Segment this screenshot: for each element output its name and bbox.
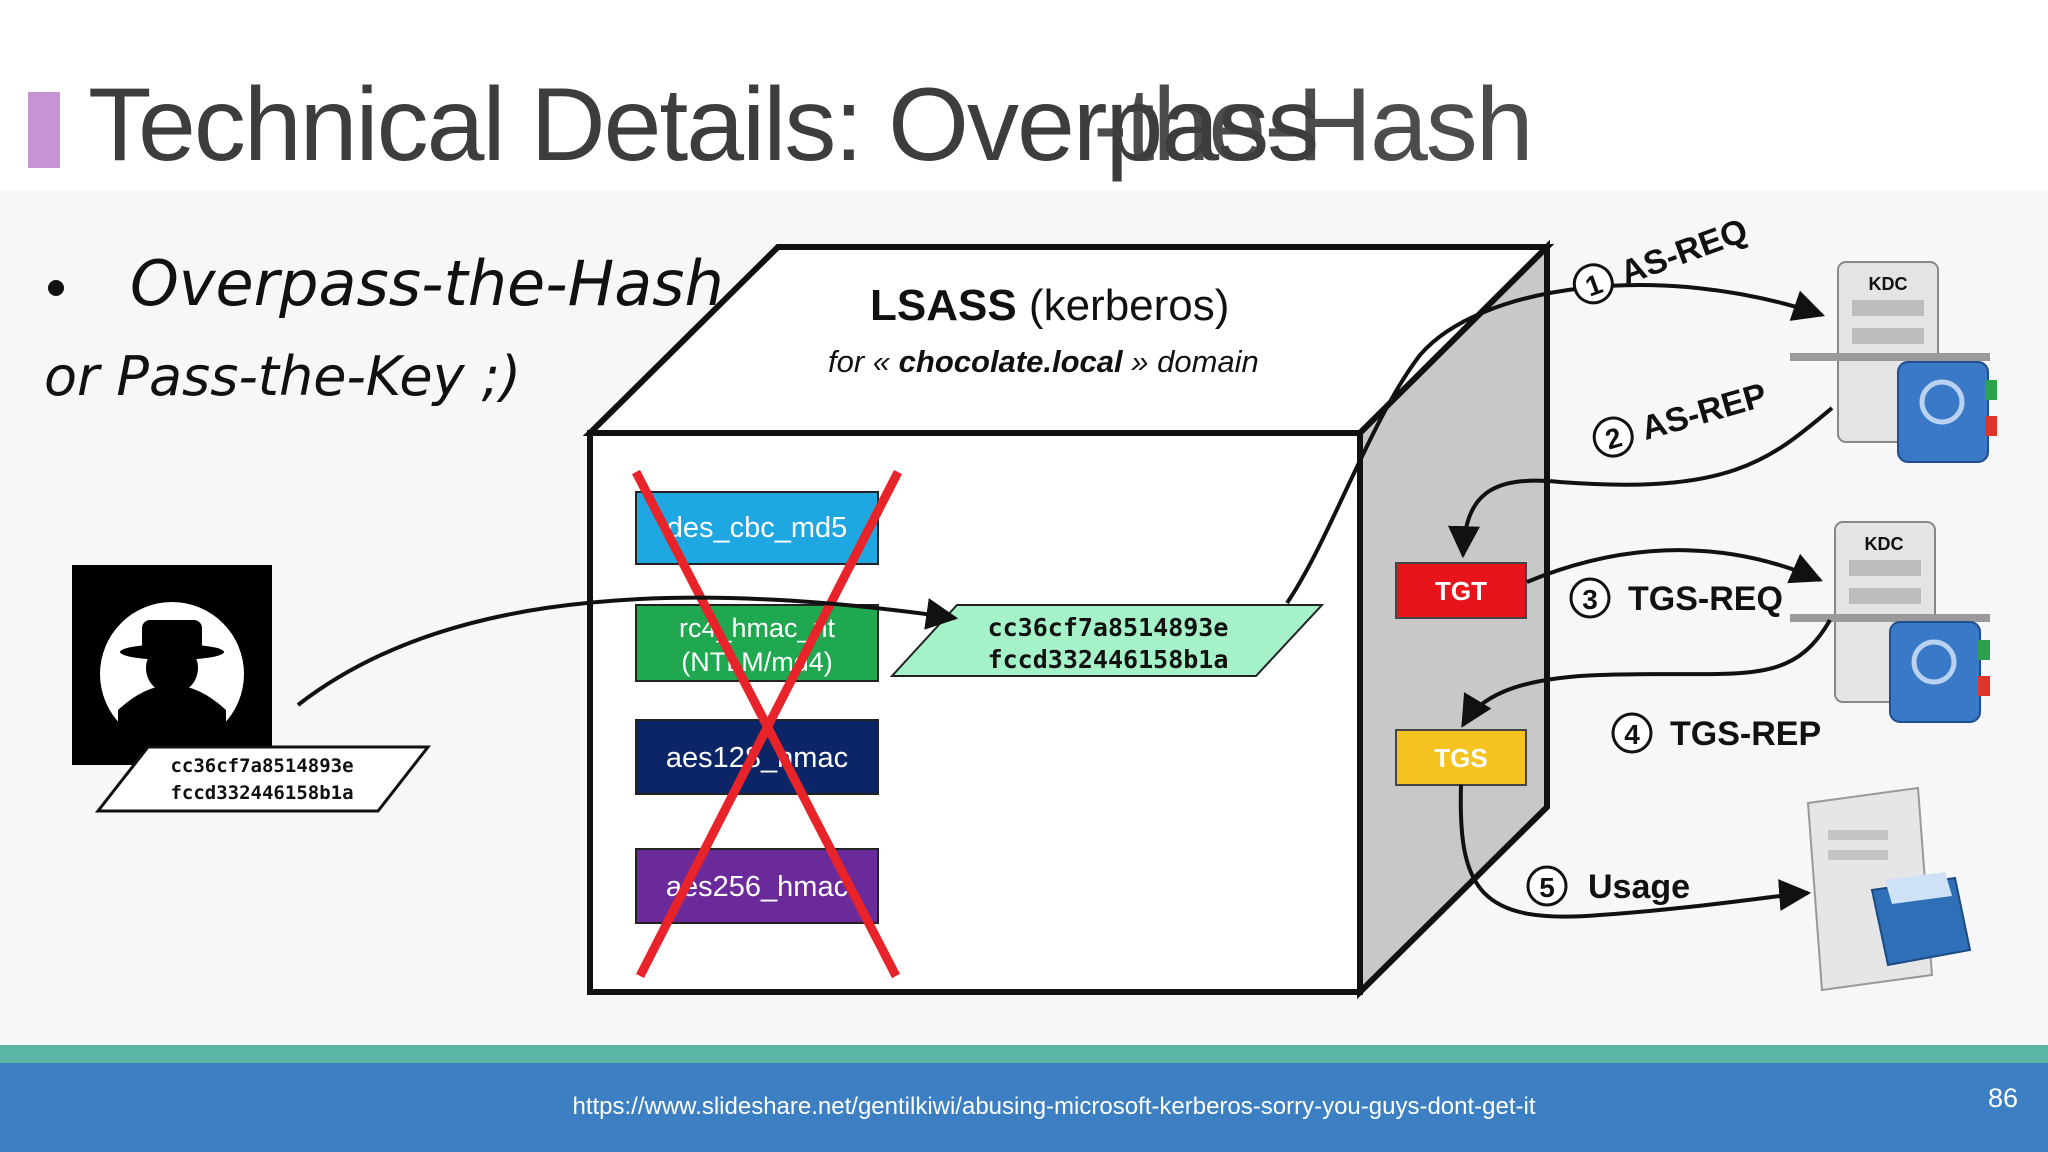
attacker-hash-line2: fccd332446158b1a [170,782,353,804]
attacker-hash-box [94,745,432,813]
key-label: des_cbc_md5 [667,512,848,544]
bullet-text: Overpass-the-Hash [130,247,724,320]
key-label: aes256_hmac [666,871,848,903]
as-rep-arrow [1447,406,1834,559]
lsass-hash-line2: fccd332446158b1a [988,645,1229,674]
tgs-req-arrow [1526,548,1823,584]
slide-title-overlay: -the-Hash [1093,67,1534,183]
lsass-title: LSASS (kerberos) [870,281,1229,330]
svg-text:AS-REQ: AS-REQ [1615,211,1752,292]
lsass-hash-line1: cc36cf7a8514893e [988,613,1229,642]
tgs-rep-arrow [1461,619,1832,728]
tgt-label: TGT [1435,576,1487,606]
step-tgs-req: 3 TGS-REQ [1569,577,1783,619]
lsass-hash-box [889,604,1325,677]
usage-arrow [1458,784,1812,919]
kdc-server-icon [1790,521,1990,723]
bullet-dot [48,280,64,296]
step-as-rep: 2 AS-REP [1592,376,1771,458]
footer-accent-stripe [0,1045,2048,1063]
tgs-label: TGS [1434,743,1487,773]
red-cross-icon [632,469,903,979]
slide-footer [0,1063,2048,1152]
title-accent-bar [28,92,60,168]
step-as-req: 1 AS-REQ [1572,211,1753,305]
tgt-ticket [1395,562,1527,619]
kdc-label: KDC [1865,534,1904,554]
svg-text:5: 5 [1539,872,1555,903]
attacker-hash-line1: cc36cf7a8514893e [170,755,353,777]
svg-text:Usage: Usage [1588,868,1690,906]
svg-text:AS-REP: AS-REP [1637,376,1771,448]
key-rc4-hmac-nt: rc4_hmac_nt (NTLM/md4) [635,604,879,682]
key-des-cbc-md5: des_cbc_md5 [635,491,879,565]
bullet-subtitle: or Pass-the-Key ;) [44,345,521,408]
kdc-label: KDC [1869,274,1908,294]
kerberos-diagram: Overpass-the-Hash or Pass-the-Key ;) LSA… [44,211,1997,1000]
slide-title-text: Technical Details: Overpass [88,67,1319,183]
file-server-icon [1806,786,1972,992]
step-usage: 5 Usage [1526,865,1690,907]
lsass-domain: for « chocolate.local » domain [828,344,1259,379]
svg-text:3: 3 [1582,584,1598,615]
hash-injection-arrow [296,595,959,707]
source-link[interactable]: https://www.slideshare.net/gentilkiwi/ab… [572,1093,1536,1120]
slide-title: Technical Details: Overpass -the-Hash [88,60,1534,190]
svg-text:4: 4 [1624,719,1640,750]
as-req-arrow [1285,283,1826,605]
svg-text:TGS-REP: TGS-REP [1670,715,1821,753]
attacker-icon [72,565,272,765]
tgs-ticket [1395,729,1527,786]
step-tgs-rep: 4 TGS-REP [1611,712,1821,754]
page-number: 86 [1987,1083,2018,1113]
kdc-server-icon [1790,261,1997,463]
key-aes128-hmac: aes128_hmac [635,719,879,795]
svg-text:TGS-REQ: TGS-REQ [1628,580,1783,618]
lsass-box [582,239,1555,1000]
